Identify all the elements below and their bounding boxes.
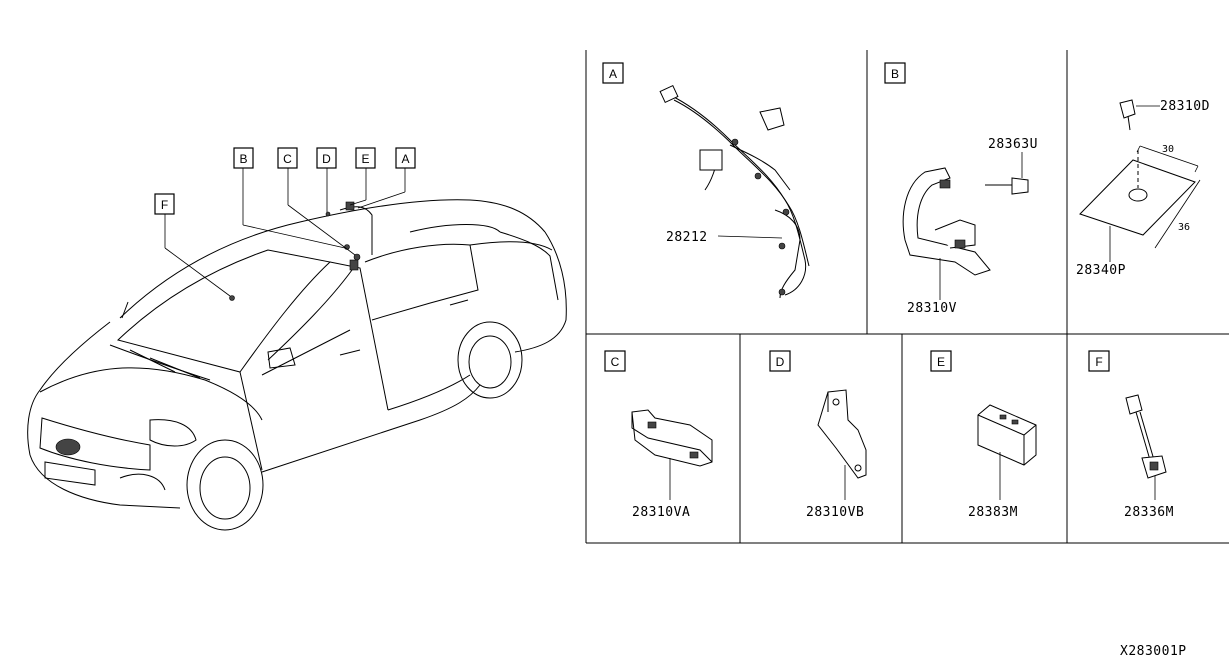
bracket-28310V xyxy=(902,167,991,276)
clip-28310D xyxy=(1119,99,1136,131)
panel-grid xyxy=(585,50,1229,544)
car-callout-f[interactable]: F xyxy=(154,193,175,215)
car-callout-b[interactable]: B xyxy=(233,147,254,169)
panel-mat: 28310D 30 36 28340P xyxy=(1076,99,1210,278)
bracket-28310VA xyxy=(631,409,713,467)
part-number-28310VA[interactable]: 28310VA xyxy=(632,505,690,520)
panel-d: D 28310VB xyxy=(769,350,867,520)
module-28383M xyxy=(977,404,1037,466)
panel-c-tag: C xyxy=(604,350,626,372)
car-callout-d[interactable]: D xyxy=(316,147,337,169)
panel-e-tag: E xyxy=(930,350,952,372)
panel-d-tag: D xyxy=(769,350,791,372)
part-number-28363U[interactable]: 28363U xyxy=(988,137,1038,152)
panel-c-tag-label: C xyxy=(611,355,620,369)
car-callout-b-label: B xyxy=(239,152,247,166)
dimension-lines xyxy=(1136,145,1201,249)
panel-a: A 28212 xyxy=(602,62,810,299)
part-number-28340P[interactable]: 28340P xyxy=(1076,263,1126,278)
car-illustration xyxy=(27,199,567,531)
car-callout-d-label: D xyxy=(322,152,331,166)
panel-a-tag-label: A xyxy=(609,67,617,81)
panel-f-tag-label: F xyxy=(1095,355,1102,369)
car-callout-a[interactable]: A xyxy=(395,147,416,169)
part-number-28310V[interactable]: 28310V xyxy=(907,301,957,316)
car-callout-f-label: F xyxy=(161,198,168,212)
panel-a-tag: A xyxy=(602,62,624,84)
car-callout-c-label: C xyxy=(283,152,292,166)
diagram-id: X283001P xyxy=(1120,644,1187,659)
panel-c: C 28310VA xyxy=(604,350,713,520)
part-number-28336M[interactable]: 28336M xyxy=(1124,505,1174,520)
car-callout-a-label: A xyxy=(401,152,409,166)
panel-b-tag-label: B xyxy=(891,67,899,81)
car-callout-e[interactable]: E xyxy=(355,147,376,169)
part-number-28310VB[interactable]: 28310VB xyxy=(806,505,864,520)
panel-f-tag: F xyxy=(1088,350,1110,372)
panel-e-tag-label: E xyxy=(937,355,945,369)
panel-d-tag-label: D xyxy=(776,355,785,369)
cable-28336M xyxy=(1125,394,1167,479)
mat-28340P xyxy=(1079,150,1196,236)
harness-28212 xyxy=(659,84,810,299)
dimension-36: 36 xyxy=(1178,222,1190,233)
part-number-28310D[interactable]: 28310D xyxy=(1160,99,1210,114)
panel-e: E 28383M xyxy=(930,350,1037,520)
part-number-28212[interactable]: 28212 xyxy=(666,230,708,245)
car-callout-e-label: E xyxy=(361,152,369,166)
car-callout-leaders xyxy=(164,168,406,297)
panel-b-tag: B xyxy=(884,62,906,84)
car-callout-c[interactable]: C xyxy=(277,147,298,169)
dimension-30: 30 xyxy=(1162,144,1174,155)
bolt-28363U xyxy=(985,177,1029,195)
panel-b: B 28363U 28310V xyxy=(884,62,1038,316)
panel-f: F 28336M xyxy=(1088,350,1174,520)
part-number-28383M[interactable]: 28383M xyxy=(968,505,1018,520)
bracket-28310VB xyxy=(817,389,867,479)
leader-28212 xyxy=(717,235,783,239)
